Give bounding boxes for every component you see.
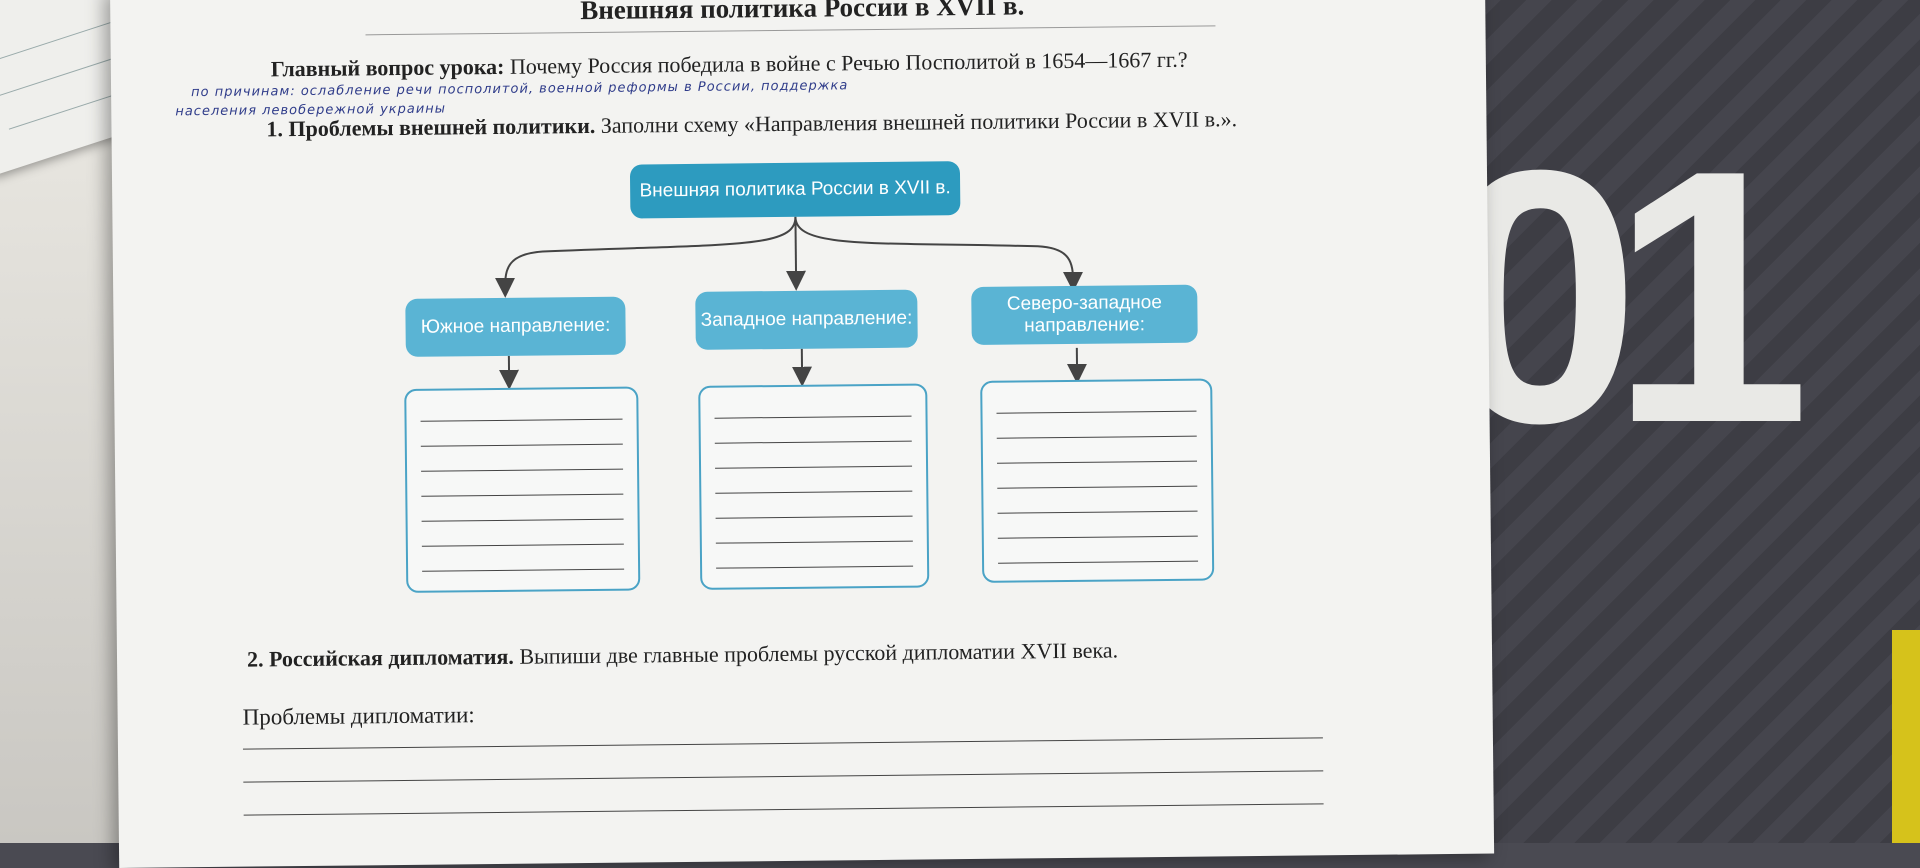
worksheet-page: Внешняя политика России в XVII в. Главны… <box>110 0 1494 868</box>
west-answer-box[interactable] <box>698 383 929 589</box>
west-direction-box: Западное направление: <box>695 290 918 350</box>
south-direction-box: Южное направление: <box>405 297 626 357</box>
northwest-answer-box[interactable] <box>980 378 1214 582</box>
yellow-stripe <box>1892 630 1920 843</box>
south-answer-box[interactable] <box>404 386 640 592</box>
task2-text: Выпиши две главные проблемы русской дипл… <box>519 637 1118 668</box>
task2-label: 2. Российская дипломатия. <box>247 644 514 672</box>
scheme-root-box: Внешняя политика России в XVII в. <box>630 161 961 218</box>
connector-to-northwest <box>795 214 1073 285</box>
diplomacy-problems-label: Проблемы дипломатии: <box>243 702 475 730</box>
northwest-direction-box: Северо-западное направление: <box>971 285 1198 345</box>
shirt-number: 01 <box>1440 90 1780 504</box>
connector-to-west <box>795 217 796 281</box>
connector-to-south <box>504 217 796 288</box>
